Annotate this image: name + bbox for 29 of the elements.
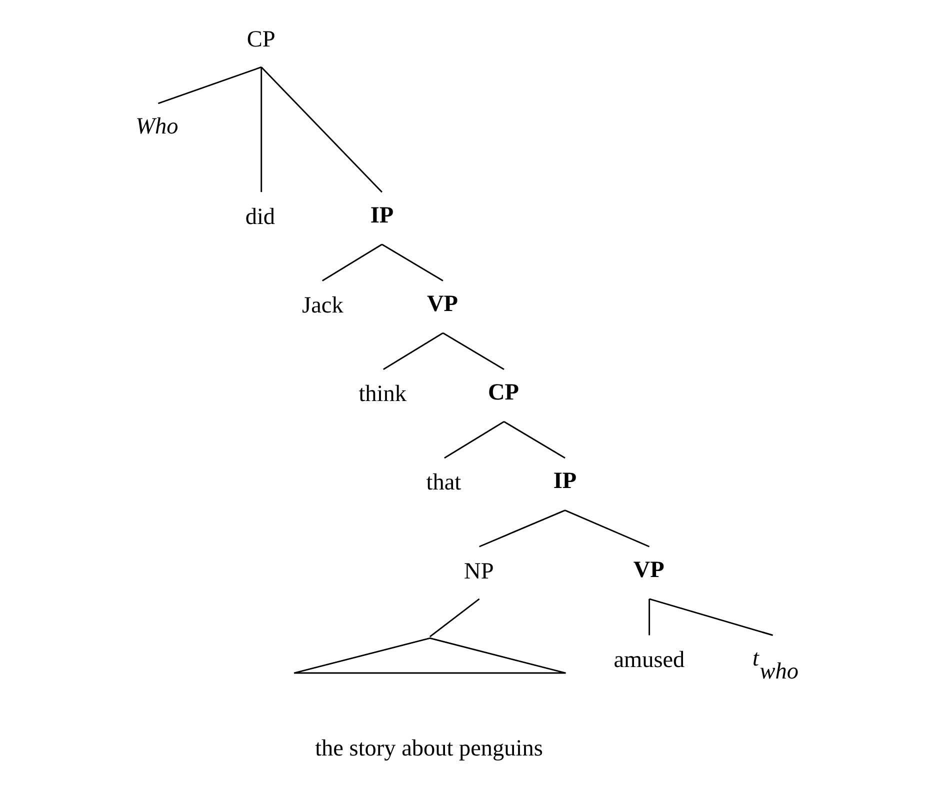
connector — [158, 66, 262, 104]
connector — [479, 509, 566, 547]
connector — [444, 420, 504, 458]
node-text: that — [426, 469, 462, 496]
connector — [564, 509, 650, 547]
node-text: Jack — [302, 292, 344, 318]
node-text: think — [358, 380, 406, 407]
node-text: CP — [488, 379, 520, 406]
node-text: Who — [136, 113, 178, 140]
connector — [504, 420, 566, 458]
node-text: IP — [553, 468, 577, 494]
node-text: VP — [633, 556, 664, 582]
node-label: the story about penguins — [315, 735, 543, 762]
node-text: did — [245, 203, 276, 230]
node-triangle — [293, 636, 566, 674]
node-text: NP — [464, 558, 494, 584]
connector — [649, 598, 774, 636]
node-text: VP — [426, 290, 458, 316]
node-text: amused — [614, 646, 685, 672]
connector — [382, 243, 444, 281]
connector — [260, 66, 262, 192]
connector — [648, 598, 650, 635]
connector — [442, 332, 504, 370]
connector — [322, 243, 382, 281]
node-text: IP — [370, 202, 394, 228]
connector — [260, 66, 382, 192]
node-text: CP — [246, 26, 276, 52]
connector — [383, 332, 444, 370]
connector — [429, 598, 480, 637]
